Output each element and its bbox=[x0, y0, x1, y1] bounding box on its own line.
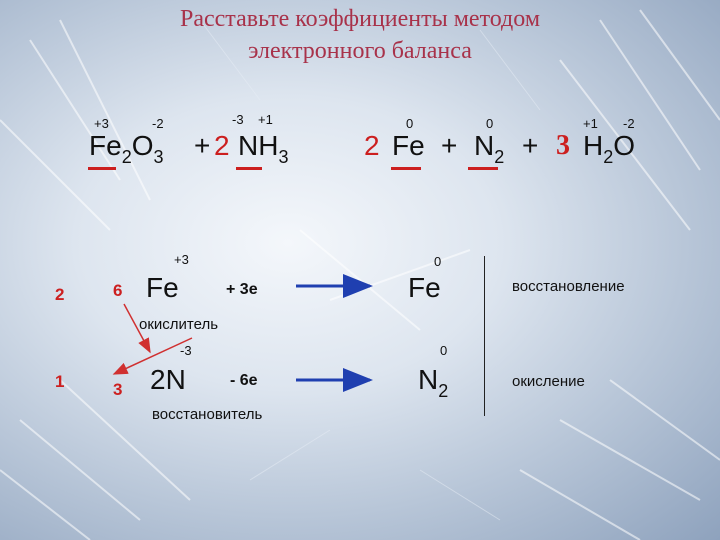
formula-fe2o3: Fe2O3 bbox=[89, 130, 164, 167]
coefficient-blank-n2 bbox=[468, 167, 498, 170]
balance-reactant-ox-1: +3 bbox=[174, 252, 189, 267]
balance-multiplier-2: 1 bbox=[55, 372, 65, 391]
balance-multiplier-1: 2 bbox=[55, 285, 65, 304]
formula-nh3: NH3 bbox=[238, 130, 289, 167]
formula-h2o: H2O bbox=[583, 130, 636, 167]
formula-n2: N2 bbox=[474, 130, 505, 167]
title-line-2: электронного баланса bbox=[248, 38, 472, 64]
balance-reactant-2: 2N bbox=[150, 364, 186, 395]
balance-divider bbox=[484, 256, 485, 416]
balance-product-ox-1: 0 bbox=[434, 254, 442, 269]
balance-electrons-1: + 3e bbox=[226, 281, 258, 298]
title-line-1: Расставьте коэффициенты методом bbox=[180, 6, 540, 32]
balance-electrons-count-1: 6 bbox=[113, 281, 123, 300]
coefficient-fe: 2 bbox=[364, 130, 380, 161]
ox-state-h-product: +1 bbox=[583, 116, 598, 131]
balance-reactant-ox-2: -3 bbox=[180, 343, 192, 358]
coefficient-nh3: 2 bbox=[214, 130, 230, 161]
balance-product-ox-2: 0 bbox=[440, 343, 448, 358]
ox-state-fe-product: 0 bbox=[406, 116, 414, 131]
coefficient-blank-fe bbox=[391, 167, 421, 170]
balance-role-1: окислитель bbox=[139, 316, 219, 333]
plus-sign-1: + bbox=[194, 130, 211, 161]
plus-sign-3: + bbox=[522, 130, 539, 161]
cross-arrow-down bbox=[123, 303, 151, 354]
balance-product-2: N2 bbox=[418, 364, 449, 401]
coefficient-blank-nh3 bbox=[236, 167, 262, 170]
coefficient-blank-fe2o3 bbox=[88, 167, 116, 170]
ox-state-n-product: 0 bbox=[486, 116, 494, 131]
balance-product-1: Fe bbox=[408, 272, 441, 303]
coefficient-h2o: 3 bbox=[556, 130, 570, 161]
ox-state-o-product: -2 bbox=[623, 116, 635, 131]
formula-fe: Fe bbox=[392, 130, 425, 161]
ox-state-n-reactant: -3 bbox=[232, 112, 244, 127]
ox-state-h-reactant: +1 bbox=[258, 112, 273, 127]
balance-process-2: окисление bbox=[512, 373, 585, 390]
balance-process-1: восстановление bbox=[512, 278, 625, 295]
balance-reactant-1: Fe bbox=[146, 272, 179, 303]
cross-arrow-up bbox=[112, 337, 193, 375]
plus-sign-2: + bbox=[441, 130, 458, 161]
balance-role-2: восстановитель bbox=[152, 406, 263, 423]
ox-state-fe-reactant: +3 bbox=[94, 116, 109, 131]
balance-electrons-2: - 6e bbox=[230, 372, 258, 389]
ox-state-o-reactant: -2 bbox=[152, 116, 164, 131]
balance-electrons-count-2: 3 bbox=[113, 380, 123, 399]
